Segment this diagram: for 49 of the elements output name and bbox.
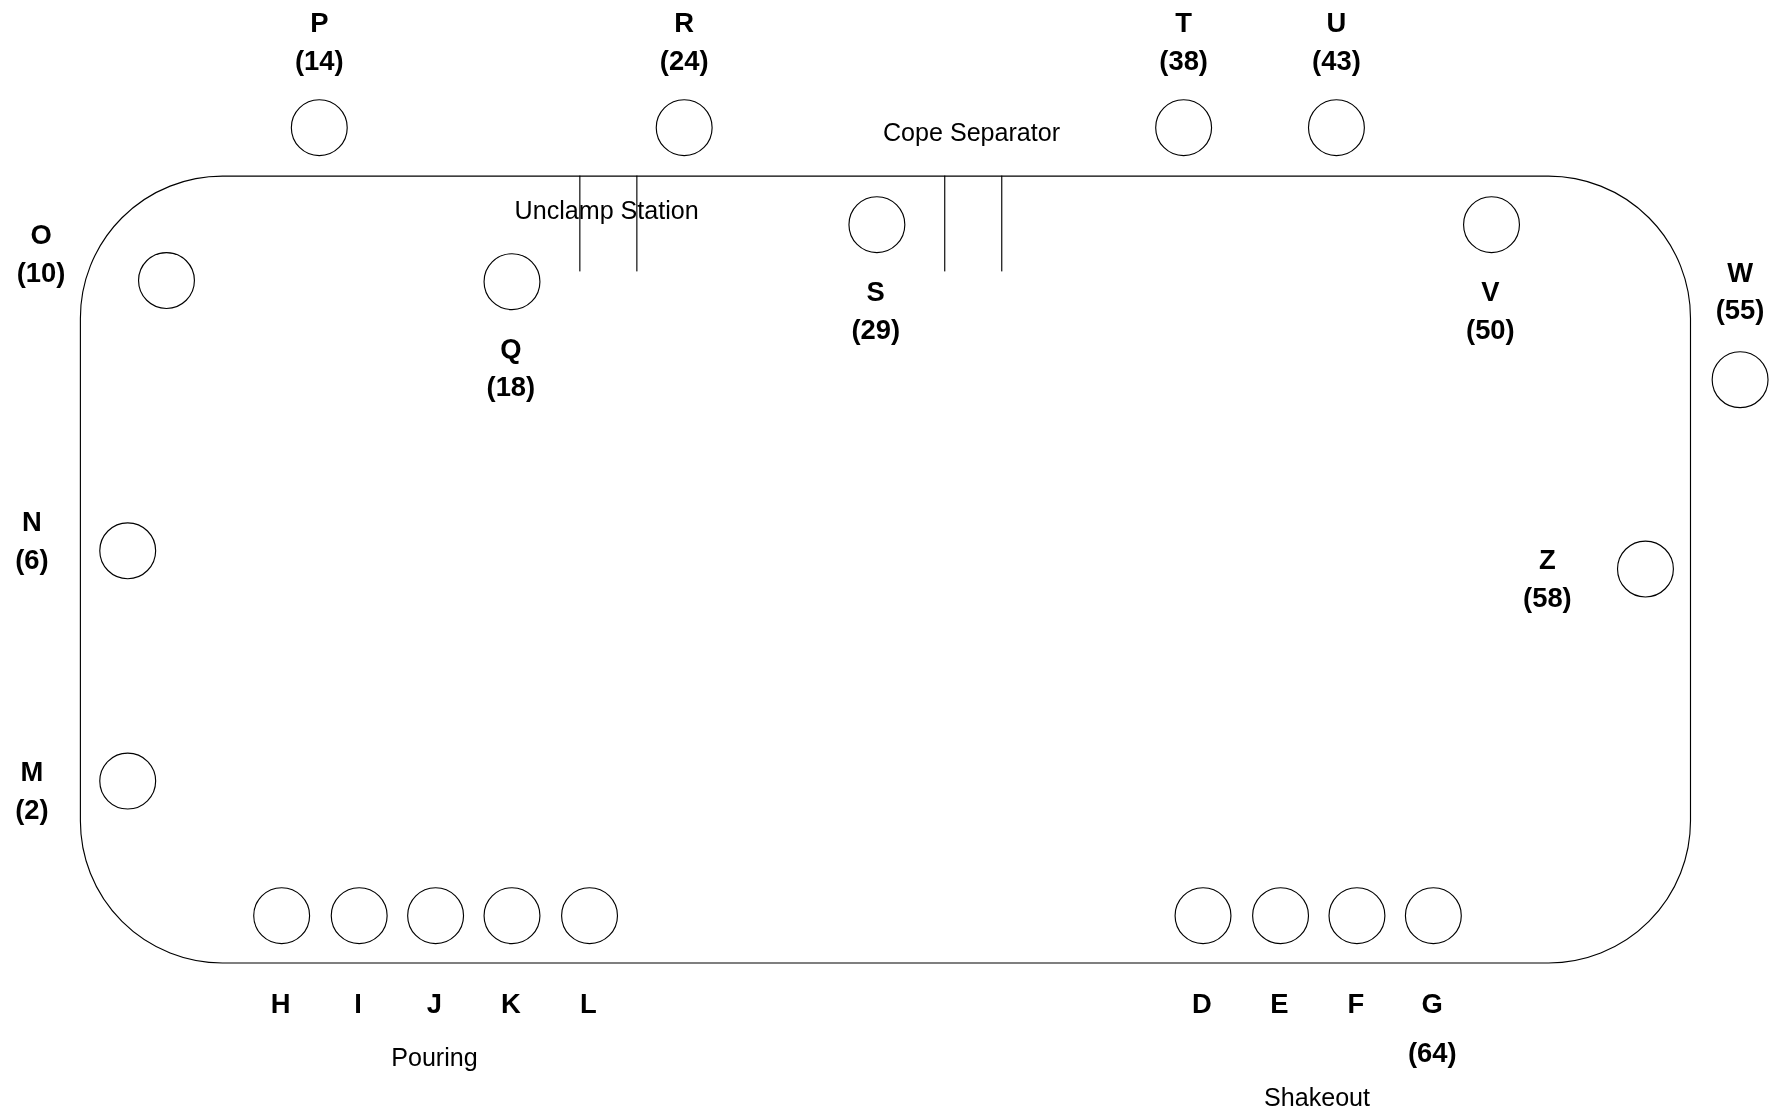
area-label: Cope Separator (883, 118, 1061, 149)
station-number: (2) (15, 793, 49, 826)
station-letter: H (270, 987, 291, 1020)
station-circle (1463, 196, 1520, 254)
station-letter: D (1192, 987, 1212, 1020)
station-letter: R (674, 6, 695, 39)
station-circle (483, 887, 541, 945)
station-letter: T (1175, 6, 1192, 39)
station-number: (55) (1715, 294, 1765, 327)
station-circle (99, 522, 157, 580)
station-letter: L (580, 987, 597, 1020)
station-letter: O (30, 218, 52, 251)
station-letter: I (354, 987, 362, 1020)
station-number: (6) (15, 543, 49, 576)
area-label: Shakeout (1264, 1083, 1371, 1113)
station-letter: F (1347, 987, 1365, 1020)
station-letter: Q (500, 332, 522, 365)
station-number: (64) (1407, 1036, 1457, 1069)
station-letter: E (1270, 987, 1289, 1020)
station-number: (38) (1159, 44, 1208, 77)
station-letter: K (500, 987, 521, 1020)
station-letter: G (1421, 987, 1443, 1020)
station-number: (50) (1466, 313, 1515, 346)
station-circle (1307, 99, 1365, 157)
station-letter: J (426, 987, 443, 1020)
station-number: (14) (294, 44, 344, 77)
station-number: (58) (1523, 581, 1572, 614)
station-letter: P (310, 6, 329, 39)
station-circle (1174, 887, 1232, 945)
station-number: (18) (486, 370, 536, 403)
station-letter: N (22, 506, 42, 539)
station-letter: U (1326, 6, 1347, 39)
station-letter: W (1727, 256, 1753, 289)
station-circle (330, 887, 388, 945)
station-number: (29) (851, 313, 901, 346)
station-number: (43) (1312, 44, 1361, 77)
station-circle (99, 752, 157, 810)
conveyor-loop (79, 175, 1692, 964)
station-number: (24) (659, 44, 709, 77)
station-circle (483, 253, 541, 311)
station-number: (10) (16, 256, 66, 289)
station-circle (848, 196, 906, 254)
station-letter: M (20, 756, 44, 788)
area-label: Pouring (391, 1043, 478, 1073)
station-letter: Z (1539, 543, 1556, 576)
station-circle (1155, 99, 1213, 157)
station-letter: S (866, 275, 885, 308)
station-circle (407, 887, 465, 945)
station-letter: V (1481, 275, 1500, 308)
